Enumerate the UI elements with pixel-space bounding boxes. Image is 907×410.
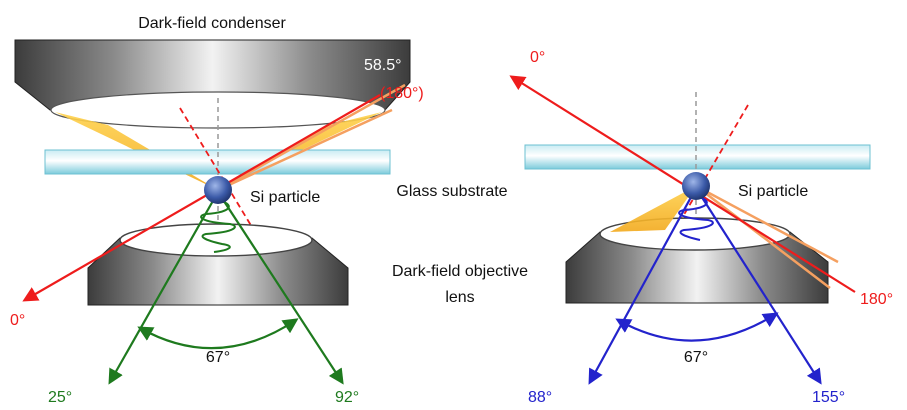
collection-arc-left xyxy=(137,318,299,350)
orange-ray-2 xyxy=(217,108,393,192)
collection-cone-right-label: 67° xyxy=(684,349,708,366)
reference-dash-right xyxy=(639,104,749,291)
si-particle-label-right: Si particle xyxy=(738,183,808,200)
orange-ray-1 xyxy=(217,83,406,192)
left-panel xyxy=(14,39,411,385)
collect-ray-155 xyxy=(695,187,822,385)
collect-max-left-label: 92° xyxy=(335,389,359,406)
scattering-spiral-green xyxy=(200,199,236,253)
collect-max-right-label: 155° xyxy=(812,389,845,406)
collection-cone-left-label: 67° xyxy=(206,349,230,366)
dark-field-objective-lens-right xyxy=(565,217,829,304)
collection-arc-right xyxy=(615,312,779,342)
incident-zero-left-label: 0° xyxy=(10,312,25,329)
collect-ray-92 xyxy=(217,191,344,385)
incident-ray-left xyxy=(22,94,381,302)
backscatter-label: 180° xyxy=(860,291,893,308)
si-particle-right xyxy=(682,172,710,200)
illumination-angle-label: 58.5° xyxy=(364,57,402,74)
collect-ray-88 xyxy=(588,187,697,385)
dark-field-condenser xyxy=(14,39,411,129)
si-particle-left xyxy=(204,176,232,204)
objective-label-line1: Dark-field objective xyxy=(392,263,528,280)
collect-min-right-label: 88° xyxy=(528,389,552,406)
orange-ray-3 xyxy=(695,184,839,264)
collect-min-left-label: 25° xyxy=(48,389,72,406)
right-panel xyxy=(509,75,871,385)
collect-ray-25 xyxy=(108,191,219,385)
illumination-beam-right-panel xyxy=(610,186,696,232)
incident-zero-right-label: 0° xyxy=(530,49,545,66)
condenser-label: Dark-field condenser xyxy=(138,15,286,32)
glass-substrate-label: Glass substrate xyxy=(396,183,507,200)
illumination-angle-paren-label: (180°) xyxy=(380,85,424,102)
scattering-spiral-blue xyxy=(678,195,714,241)
orange-ray-4 xyxy=(695,185,831,289)
glass-substrate-right xyxy=(524,144,871,170)
objective-label-line2: lens xyxy=(445,289,474,306)
dark-field-objective-lens xyxy=(87,223,349,306)
si-particle-label-left: Si particle xyxy=(250,189,320,206)
reference-dash-left xyxy=(179,107,291,291)
